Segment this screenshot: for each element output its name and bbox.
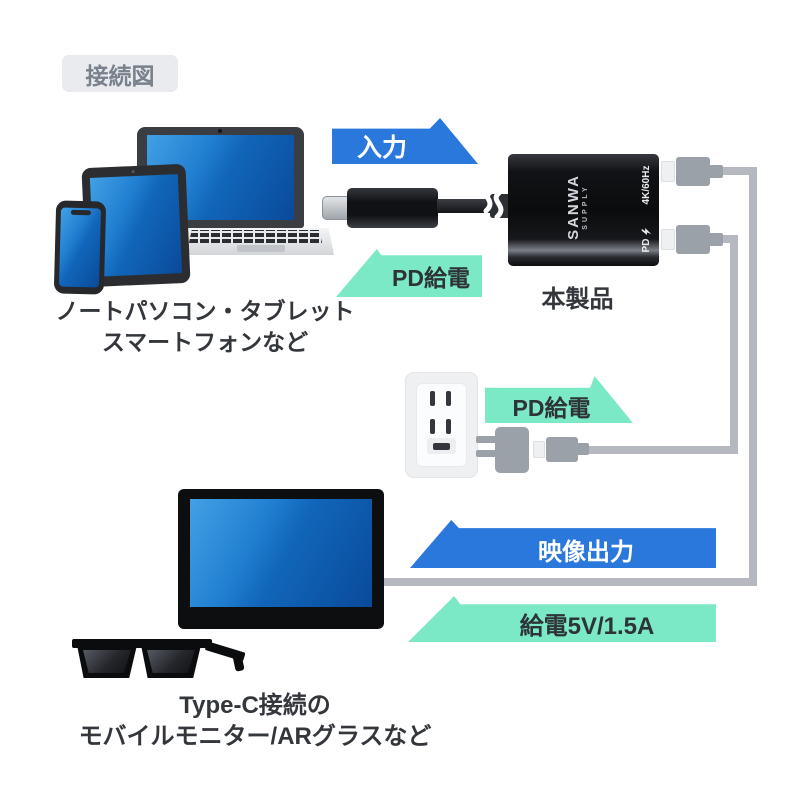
usb-c-plug-tip bbox=[322, 196, 349, 220]
pd-charge-left-arrow: PD給電 bbox=[336, 249, 482, 297]
pd-charge-left-label: PD給電 bbox=[392, 265, 470, 291]
glasses-right-glass bbox=[147, 650, 195, 673]
usb-c-connector-top-relief bbox=[709, 165, 723, 178]
ac-adapter-connector bbox=[546, 437, 578, 462]
outlet-slot bbox=[430, 391, 435, 406]
lightning-bolt-icon bbox=[641, 227, 651, 235]
pd-label-text: PD bbox=[640, 238, 652, 253]
outlet-slot bbox=[446, 391, 451, 406]
sink-caption-line2: モバイルモニター/ARグラスなど bbox=[78, 723, 432, 750]
laptop-base bbox=[177, 228, 334, 255]
smartphone-notch bbox=[70, 209, 91, 216]
plug-cable bbox=[437, 199, 495, 213]
usb-c-connector-top-tip bbox=[661, 161, 675, 182]
video-output-label: 映像出力 bbox=[538, 538, 634, 566]
ac-adapter-body bbox=[495, 427, 529, 473]
source-caption-line2: スマートフォンなど bbox=[101, 329, 309, 355]
input-arrow-label: 入力 bbox=[356, 134, 407, 162]
sink-devices-caption: Type-C接続の モバイルモニター/ARグラスなど bbox=[45, 690, 465, 752]
usb-c-connector-top-body bbox=[676, 157, 710, 186]
video-cable-segment bbox=[378, 578, 757, 586]
product-device bbox=[508, 154, 659, 266]
video-cable-segment bbox=[749, 167, 757, 586]
usb-c-connector-bottom-tip bbox=[661, 229, 675, 250]
brand-line1: SANWA bbox=[565, 174, 582, 240]
glasses-left-lens bbox=[77, 645, 137, 678]
glasses-right-lens bbox=[141, 645, 201, 678]
port-label-pd: PD bbox=[639, 210, 653, 270]
wall-outlet-icon bbox=[405, 372, 478, 478]
ac-adapter-relief bbox=[577, 443, 589, 455]
laptop-trackpad bbox=[237, 245, 285, 252]
video-cable-segment bbox=[721, 167, 755, 175]
sink-caption-line1: Type-C接続の bbox=[179, 692, 331, 719]
outlet-ground-slot bbox=[433, 443, 450, 450]
pd-charge-right-arrow: PD給電 bbox=[485, 376, 633, 423]
laptop-keyboard bbox=[189, 230, 322, 243]
outlet-slot bbox=[446, 419, 451, 434]
source-devices-caption: ノートパソコン・タブレット スマートフォンなど bbox=[25, 296, 385, 358]
source-caption-line1: ノートパソコン・タブレット bbox=[55, 298, 355, 324]
brand-line2: SUPPLY bbox=[582, 184, 589, 230]
monitor-icon bbox=[178, 489, 384, 629]
pd-charge-right-label: PD給電 bbox=[512, 394, 591, 421]
tablet-camera-dot bbox=[131, 170, 135, 174]
usb-c-connector-bottom-body bbox=[676, 225, 710, 254]
ac-adapter-prong bbox=[476, 450, 497, 457]
power-output-arrow: 給電5V/1.5A bbox=[408, 596, 716, 642]
usb-c-plug-body bbox=[347, 188, 438, 228]
outlet-slot bbox=[430, 419, 435, 434]
video-output-arrow: 映像出力 bbox=[410, 520, 716, 568]
power-cable-segment bbox=[586, 446, 738, 454]
monitor-screen bbox=[190, 499, 372, 607]
smartphone-screen bbox=[58, 207, 102, 288]
ac-adapter-prong bbox=[476, 436, 497, 443]
ac-adapter-usb-tip bbox=[533, 441, 545, 458]
glasses-top-bar bbox=[72, 639, 212, 648]
usb-c-connector-bottom-relief bbox=[709, 233, 723, 246]
glasses-left-glass bbox=[83, 650, 131, 673]
power-output-label: 給電5V/1.5A bbox=[519, 613, 655, 640]
laptop-webcam-dot bbox=[218, 129, 222, 133]
sanwa-logo: SANWA SUPPLY bbox=[547, 172, 607, 242]
power-cable-segment bbox=[721, 235, 735, 243]
smartphone-icon bbox=[53, 200, 107, 295]
diagram-title-badge: 接続図 bbox=[62, 55, 178, 92]
product-caption: 本製品 bbox=[541, 285, 614, 313]
ar-glasses-icon bbox=[70, 634, 250, 684]
cable-break-icon bbox=[482, 184, 504, 220]
power-cable-segment bbox=[730, 235, 738, 454]
input-arrow: 入力 bbox=[332, 118, 478, 164]
